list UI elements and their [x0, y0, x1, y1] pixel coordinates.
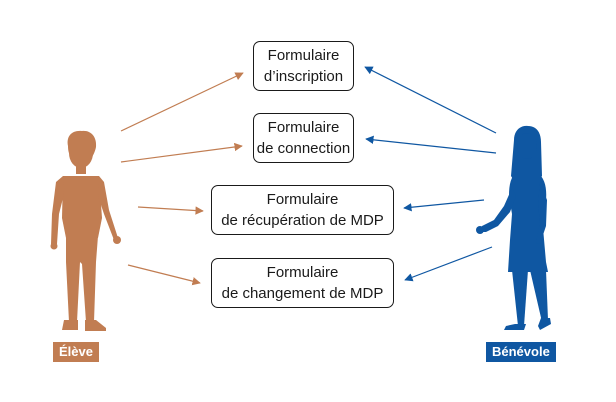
form-box-password-recovery: Formulaire de récupération de MDP: [211, 185, 394, 235]
form-title: Formulaire: [267, 47, 340, 64]
arrow-eleve-to-recuperation: [137, 206, 204, 215]
form-name: de changement de MDP: [221, 285, 384, 302]
arrow-benevole-to-changement: [404, 246, 493, 282]
arrow-benevole-to-connection: [365, 135, 497, 154]
arrow-benevole-to-inscription: [364, 66, 497, 134]
form-title: Formulaire: [267, 119, 340, 136]
form-name: de connection: [256, 140, 351, 157]
student-figure-icon: [50, 130, 121, 331]
arrow-eleve-to-inscription: [120, 72, 244, 132]
role-label-eleve: Élève: [53, 342, 99, 362]
form-name: de récupération de MDP: [221, 212, 384, 229]
volunteer-figure-icon: [476, 125, 551, 330]
form-box-connection: Formulaire de connection: [253, 113, 354, 163]
form-box-password-change: Formulaire de changement de MDP: [211, 258, 394, 308]
arrow-eleve-to-connection: [120, 142, 243, 163]
arrow-eleve-to-changement: [127, 264, 201, 286]
arrow-benevole-to-recuperation: [403, 199, 485, 212]
form-title: Formulaire: [266, 264, 339, 281]
form-title: Formulaire: [266, 191, 339, 208]
form-name: d’inscription: [263, 68, 344, 85]
form-box-inscription: Formulaire d’inscription: [253, 41, 354, 91]
role-label-benevole: Bénévole: [486, 342, 556, 362]
